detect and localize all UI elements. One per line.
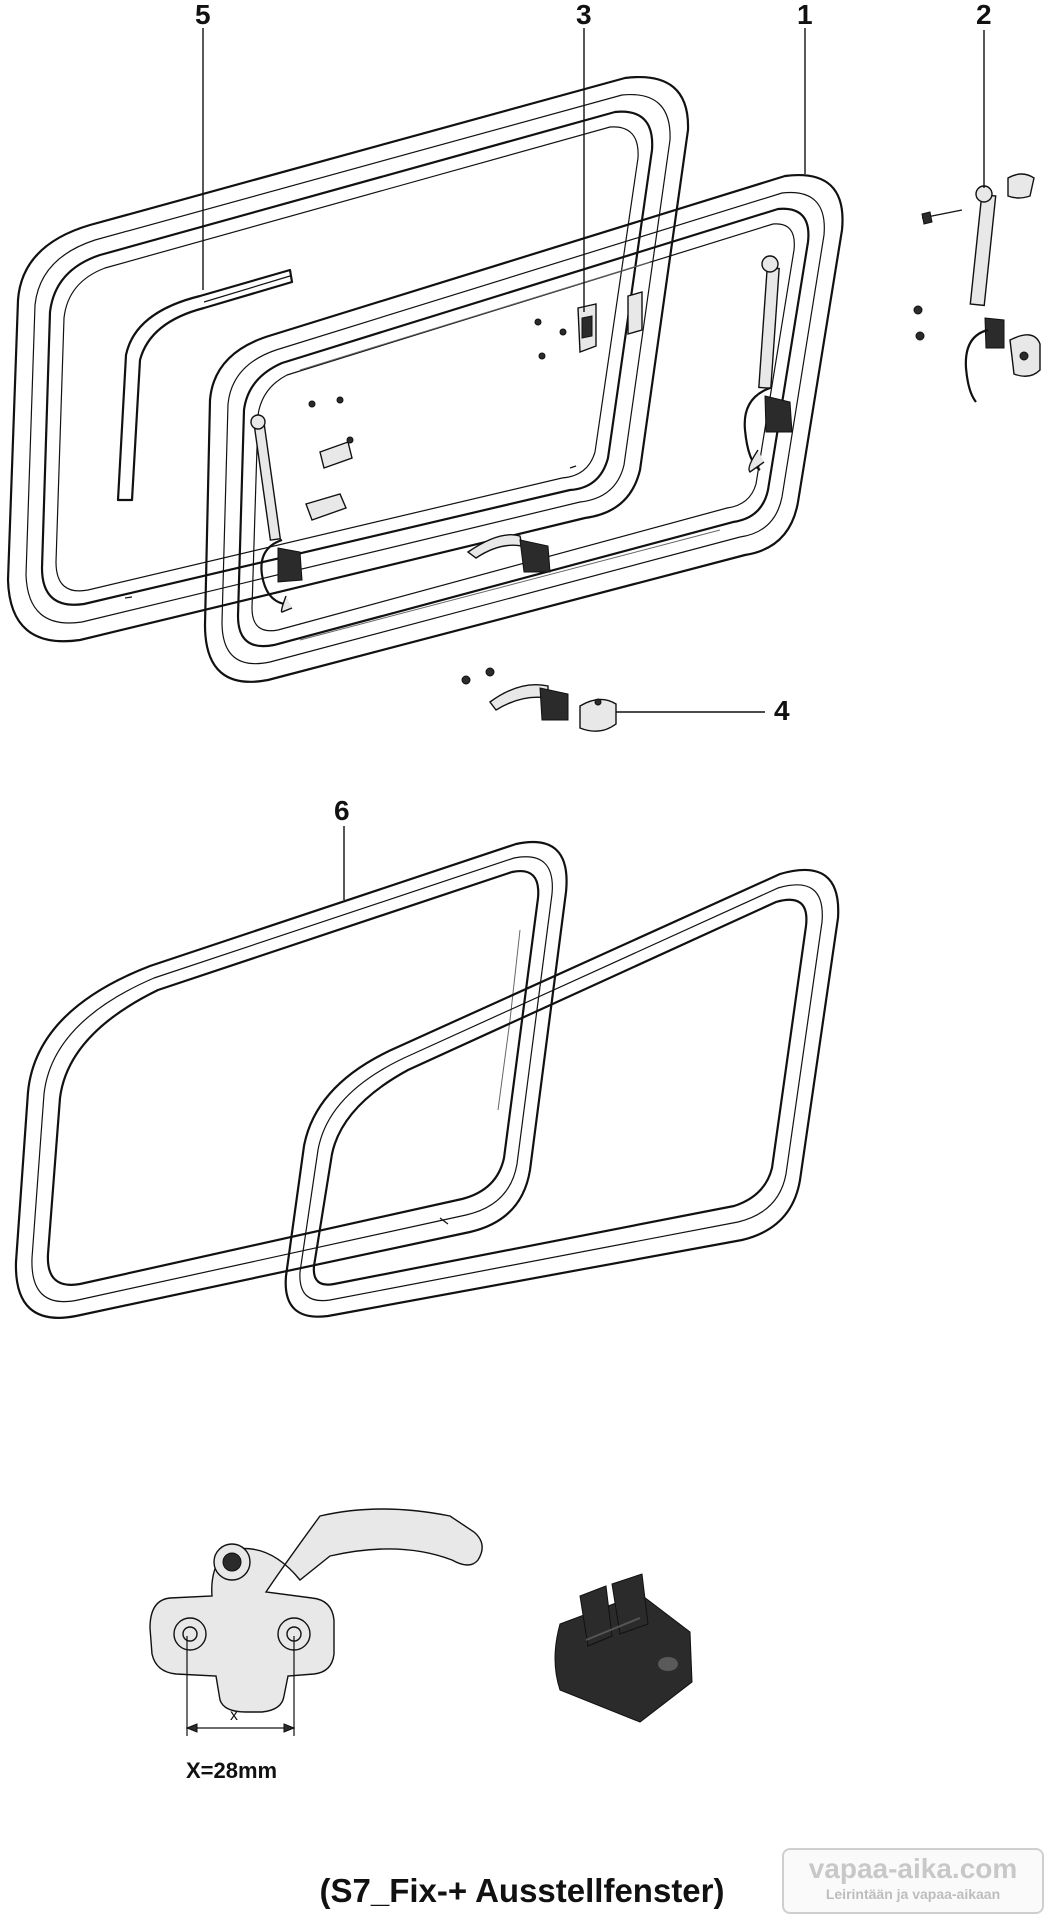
- seal-frame-6-right: [284, 868, 840, 1318]
- seal-frame-6-left: [14, 840, 568, 1319]
- seal-strip: [116, 268, 294, 502]
- gas-strut-right: [743, 255, 793, 473]
- handle-detail: [149, 1508, 483, 1736]
- label-4: 4: [774, 695, 790, 726]
- window-sash-1: [203, 174, 844, 683]
- label-6: 6: [334, 795, 350, 826]
- dimension-symbol: x: [230, 1707, 238, 1724]
- outer-frame-5: [6, 76, 690, 643]
- hinge-bracket-3: [534, 291, 643, 360]
- sash-handle: [466, 534, 551, 573]
- hinge-lower: [305, 396, 354, 521]
- handle-4: [461, 667, 617, 732]
- watermark-subtitle: Leirintään ja vapaa-aikaan: [825, 1886, 1001, 1902]
- gas-strut-left: [250, 414, 303, 613]
- watermark-title: vapaa-aika.com: [808, 1853, 1018, 1884]
- watermark-logo: vapaa-aika.com Leirintään ja vapaa-aikaa…: [782, 1848, 1044, 1914]
- leader-lines: [202, 28, 985, 900]
- label-1: 1: [797, 0, 813, 30]
- mounting-clip: [554, 1573, 693, 1723]
- dimension-text: X=28mm: [186, 1758, 278, 1783]
- gas-strut-2: [913, 173, 1041, 403]
- label-5: 5: [195, 0, 211, 30]
- diagram-caption: (S7_Fix-+ Ausstellfenster): [319, 1872, 725, 1909]
- label-3: 3: [576, 0, 592, 30]
- label-2: 2: [976, 0, 992, 30]
